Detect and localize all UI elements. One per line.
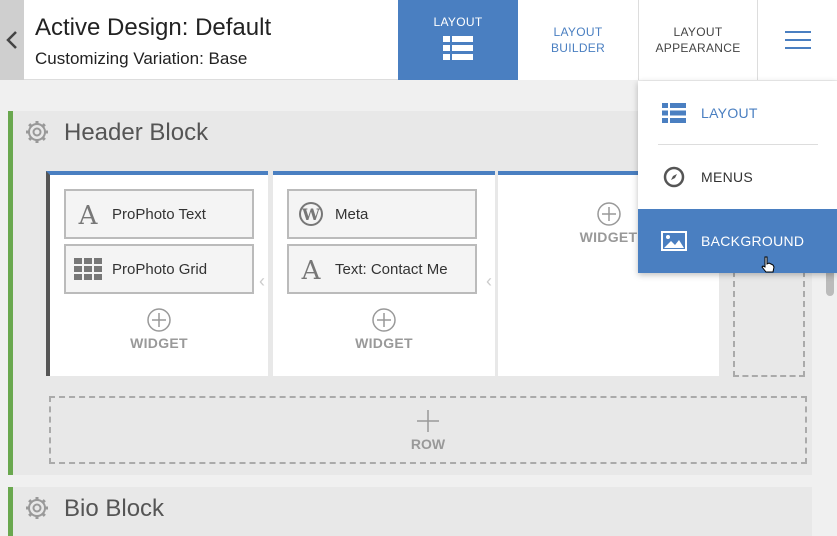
- tab-layout-appearance[interactable]: LAYOUT APPEARANCE: [638, 0, 758, 80]
- menu-divider: [658, 144, 818, 145]
- layout-column[interactable]: W Meta A Text: Contact Me WIDGET: [273, 171, 495, 376]
- tab-builder-label-2: BUILDER: [550, 41, 606, 55]
- svg-text:A: A: [301, 256, 322, 282]
- add-widget-label: WIDGET: [130, 335, 188, 351]
- page-title: Active Design: Default: [35, 14, 272, 41]
- add-widget-button[interactable]: WIDGET: [50, 307, 268, 351]
- gear-icon[interactable]: [25, 496, 49, 520]
- wordpress-icon: W: [297, 200, 325, 228]
- tab-builder-label-1: LAYOUT: [553, 25, 603, 39]
- plus-icon: [417, 410, 439, 432]
- menu-item-background[interactable]: BACKGROUND: [638, 209, 837, 273]
- chevron-left-icon[interactable]: ‹: [486, 271, 492, 291]
- menu-item-label: LAYOUT: [701, 105, 758, 121]
- tab-layout-label: LAYOUT: [433, 15, 483, 29]
- tab-appearance-label-2: APPEARANCE: [655, 41, 741, 55]
- widget-label: ProPhoto Text: [112, 205, 206, 223]
- bio-block: Bio Block: [8, 487, 812, 536]
- menu-item-label: BACKGROUND: [701, 233, 805, 249]
- add-row-button[interactable]: ROW: [49, 396, 807, 464]
- menu-item-label: MENUS: [701, 169, 754, 185]
- text-a-icon: A: [74, 200, 102, 228]
- add-widget-label: WIDGET: [355, 335, 413, 351]
- add-widget-button[interactable]: WIDGET: [273, 307, 495, 351]
- gear-icon[interactable]: [25, 120, 49, 144]
- layout-dropdown-menu: LAYOUT MENUS BACKGROUND: [638, 81, 837, 273]
- image-icon: [661, 228, 687, 254]
- grid-icon: [74, 255, 102, 283]
- widget-label: Meta: [335, 205, 369, 223]
- chevron-left-icon: [6, 31, 17, 49]
- menu-item-menus[interactable]: MENUS: [638, 145, 837, 209]
- svg-text:W: W: [301, 205, 321, 224]
- widget-label: Text: Contact Me: [335, 260, 448, 278]
- tab-layout-builder[interactable]: LAYOUT BUILDER: [518, 0, 638, 80]
- hamburger-icon: [784, 31, 811, 49]
- plus-circle-icon: [596, 202, 621, 226]
- add-row-label: ROW: [410, 436, 446, 452]
- page-subtitle: Customizing Variation: Base: [35, 49, 248, 68]
- list-icon: [443, 36, 473, 60]
- back-button[interactable]: [0, 0, 24, 80]
- plus-circle-icon: [372, 308, 396, 332]
- header-block-title: Header Block: [64, 119, 209, 146]
- text-a-icon: A: [297, 255, 325, 283]
- plus-circle-icon: [147, 308, 171, 332]
- scrollbar-thumb[interactable]: [826, 266, 834, 296]
- hamburger-menu-button[interactable]: [758, 0, 837, 80]
- add-widget-label: WIDGET: [579, 229, 638, 245]
- widget-prophoto-text[interactable]: A ProPhoto Text: [64, 189, 254, 239]
- pointer-cursor-icon: [761, 256, 775, 273]
- chevron-left-icon[interactable]: ‹: [259, 271, 265, 291]
- tab-appearance-label-1: LAYOUT: [673, 25, 723, 39]
- widget-label: ProPhoto Grid: [112, 260, 208, 278]
- layout-column[interactable]: A ProPhoto Text ProPhoto Grid: [46, 171, 268, 376]
- bio-block-title: Bio Block: [64, 495, 165, 522]
- svg-text:A: A: [78, 201, 99, 227]
- compass-icon: [661, 164, 687, 190]
- list-icon: [661, 100, 687, 126]
- top-bar: Active Design: Default Customizing Varia…: [0, 0, 837, 80]
- tab-layout[interactable]: LAYOUT: [398, 0, 518, 80]
- add-widget-button[interactable]: WIDGET: [498, 201, 719, 245]
- menu-item-layout[interactable]: LAYOUT: [638, 81, 837, 145]
- widget-meta[interactable]: W Meta: [287, 189, 477, 239]
- widget-text-contact-me[interactable]: A Text: Contact Me: [287, 244, 477, 294]
- widget-prophoto-grid[interactable]: ProPhoto Grid: [64, 244, 254, 294]
